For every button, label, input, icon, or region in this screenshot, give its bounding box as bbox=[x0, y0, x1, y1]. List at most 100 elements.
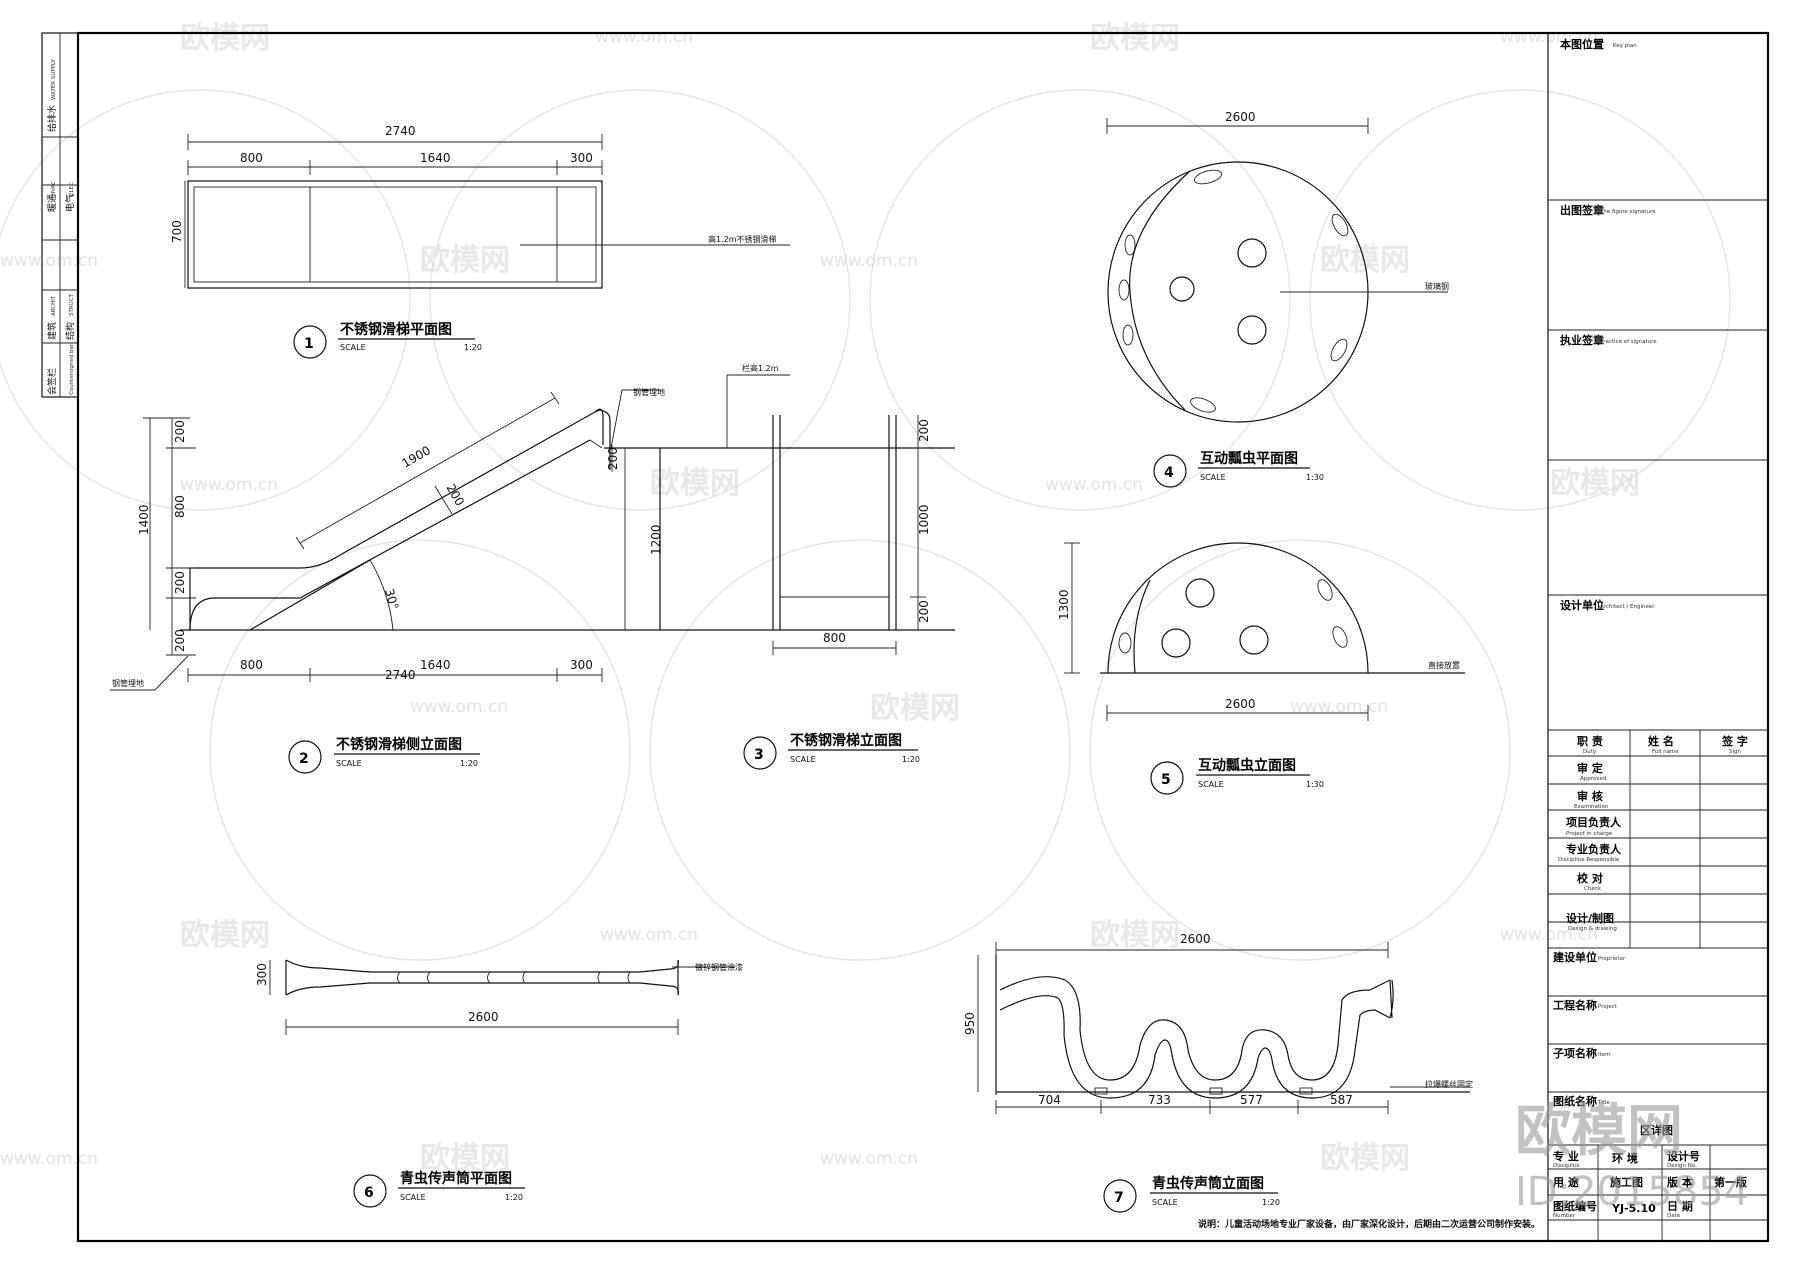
watermark-url: www.om.cn bbox=[600, 925, 698, 945]
countersign-strip: 给排水 WATER SUPPLY 暖通 HVAC 电气 ELEC 建筑 ARCH… bbox=[41, 32, 79, 398]
d2-dim-base-a: 800 bbox=[240, 658, 263, 672]
watermark-brand: 欧模网 bbox=[870, 691, 960, 726]
d5-callout: 直接放置 bbox=[1428, 660, 1460, 670]
d5-dim-h: 1300 bbox=[1057, 589, 1071, 620]
d3-dim-width: 800 bbox=[823, 631, 846, 645]
d2-dim-platform: 1200 bbox=[649, 524, 663, 555]
d6-dim-h: 300 bbox=[255, 963, 269, 986]
d2-title: 不锈钢滑梯侧立面图 bbox=[336, 736, 462, 753]
d7-title: 青虫传声筒立面图 bbox=[1152, 1175, 1264, 1192]
d5-scale: 1:30 bbox=[1306, 780, 1324, 789]
watermark-url: www.om.cn bbox=[820, 251, 918, 271]
tb-proprietor-en: Proprietor bbox=[1598, 956, 1626, 962]
d7-dim-s2: 733 bbox=[1148, 1093, 1171, 1107]
watermark-brand: 欧模网 bbox=[1320, 243, 1410, 278]
drawing-2-slide-side-elevation: 30° 1900 200 钢管埋地 栏高1.2m 1400 200 800 20… bbox=[110, 363, 955, 774]
tb-duty-project-charge: 项目负责人 bbox=[1566, 815, 1622, 829]
strip-elec-en: ELEC bbox=[69, 182, 75, 196]
tb-title-label: 图纸名称 bbox=[1553, 1094, 1597, 1108]
d2-dim-h3: 200 bbox=[173, 571, 187, 594]
d7-number: 7 bbox=[1114, 1190, 1124, 1206]
d2-number: 2 bbox=[299, 751, 309, 767]
drawing-5-ladybug-elevation: 直接放置 1300 2600 5 互动瓢虫立面图 SCALE 1:30 bbox=[1057, 542, 1465, 795]
d2-dim-h1: 200 bbox=[173, 420, 187, 443]
tb-duty-approved: 审 定 bbox=[1577, 761, 1603, 775]
strip-struct-en: STRUCT bbox=[69, 293, 75, 316]
tb-item-en: Item bbox=[1598, 1052, 1611, 1058]
tb-duty-check: 校 对 bbox=[1577, 871, 1603, 885]
d4-title: 互动瓢虫平面图 bbox=[1200, 450, 1298, 467]
d2-dim-base-c: 300 bbox=[570, 658, 593, 672]
watermark-url: www.om.cn bbox=[1045, 475, 1143, 495]
d2-angle: 30° bbox=[382, 587, 401, 611]
d1-scale: 1:20 bbox=[464, 343, 482, 352]
d2-callout-bottom: 钢管埋地 bbox=[112, 678, 144, 688]
tb-architect: 设计单位 bbox=[1560, 598, 1604, 612]
d7-scale: 1:20 bbox=[1262, 1198, 1280, 1207]
strip-arch-label: 建筑 bbox=[46, 322, 58, 340]
watermark-id: ID:2015854 bbox=[1515, 1169, 1749, 1215]
tb-architect-en: Architect / Engineer bbox=[1600, 604, 1655, 610]
drawing-1-slide-plan: 2740 800 1640 300 700 高1.2m不锈钢滑梯 1 不锈钢滑梯… bbox=[170, 124, 790, 359]
tb-duty-project-charge-en: Project in charge bbox=[1566, 831, 1613, 837]
d6-title: 青虫传声筒平面图 bbox=[400, 1170, 512, 1187]
tb-practice-signature-en: Practice of signature bbox=[1600, 339, 1657, 345]
d4-dim-dia: 2600 bbox=[1225, 110, 1256, 124]
d6-callout: 镀锌钢管涂漆 bbox=[695, 962, 743, 972]
d6-dim-w: 2600 bbox=[468, 1010, 499, 1024]
strip-elec-label: 电气 bbox=[64, 194, 76, 212]
d7-dim-s1: 704 bbox=[1038, 1093, 1061, 1107]
tb-head-name-en: Full name bbox=[1652, 749, 1679, 755]
d1-dim-a: 800 bbox=[240, 151, 263, 165]
d7-dim-top: 2600 bbox=[1180, 932, 1211, 946]
drawing-4-ladybug-plan: 2600 玻璃钢 4 互动瓢虫平面图 SCALE 1:30 bbox=[1106, 110, 1449, 488]
d1-dim-h: 700 bbox=[170, 220, 184, 243]
d3-dim-mid: 1000 bbox=[917, 504, 931, 535]
tb-design-no: 设计号 bbox=[1667, 1149, 1700, 1163]
watermark-url: www.om.cn bbox=[820, 1149, 918, 1169]
tb-discipline: 专 业 bbox=[1553, 1149, 1579, 1163]
d6-scale-label: SCALE bbox=[400, 1193, 426, 1202]
d2-dim-base-total: 2740 bbox=[385, 668, 416, 682]
tb-figure-signature-en: The figure signature bbox=[1599, 209, 1656, 215]
tb-duty-design: 设计/制图 bbox=[1566, 911, 1614, 925]
tb-title-en: Title bbox=[1597, 1100, 1610, 1106]
strip-countersign-label: 会签栏 bbox=[46, 368, 58, 395]
tb-use: 用 途 bbox=[1553, 1175, 1580, 1189]
d7-scale-label: SCALE bbox=[1152, 1198, 1178, 1207]
watermark-brand: 欧模网 bbox=[1090, 21, 1180, 56]
d4-scale-label: SCALE bbox=[1200, 473, 1226, 482]
d7-dim-h: 950 bbox=[963, 1012, 977, 1035]
strip-struct-label: 结构 bbox=[64, 322, 76, 340]
tb-duty-examination-en: Examination bbox=[1574, 804, 1609, 810]
d2-dim-h4: 200 bbox=[173, 629, 187, 652]
tb-use-value: 施工图 bbox=[1610, 1175, 1643, 1189]
d3-dim-top: 200 bbox=[917, 419, 931, 442]
tb-duty-discipline-en: Discipline Responsible bbox=[1558, 857, 1620, 863]
strip-arch-en: ARCHIT bbox=[51, 295, 57, 316]
tb-project: 工程名称 bbox=[1553, 998, 1597, 1012]
tb-head-duty-en: Duty bbox=[1583, 749, 1597, 755]
d3-title: 不锈钢滑梯立面图 bbox=[790, 732, 902, 749]
tb-key-plan: 本图位置 bbox=[1560, 37, 1604, 51]
d5-number: 5 bbox=[1161, 772, 1171, 788]
watermark-brand: 欧模网 bbox=[1090, 918, 1180, 953]
drawing-7-caterpillar-elevation: 2600 拉爆螺丝固定 950 704 733 577 587 7 青虫传声筒立… bbox=[963, 932, 1473, 1213]
watermark-url: www.om.cn bbox=[0, 251, 98, 271]
d1-dim-c: 300 bbox=[570, 151, 593, 165]
tb-duty-design-en: Design & drawing bbox=[1568, 926, 1617, 932]
d2-dim-base-b: 1640 bbox=[420, 658, 451, 672]
tb-duty-check-en: Check bbox=[1584, 886, 1602, 892]
d1-scale-label: SCALE bbox=[340, 343, 366, 352]
d1-number: 1 bbox=[304, 336, 314, 352]
strip-water-label: 给排水 bbox=[46, 105, 58, 132]
strip-countersign-en: Countersigned bar bbox=[69, 343, 75, 395]
watermark-brand: 欧模网 bbox=[1320, 1141, 1410, 1176]
d1-dim-total: 2740 bbox=[385, 124, 416, 138]
tb-version: 版 本 bbox=[1667, 1175, 1693, 1189]
d2-dim-h-total: 1400 bbox=[137, 504, 151, 535]
watermark-brand: 欧模网 bbox=[650, 466, 740, 501]
tb-discipline-en: Discipline bbox=[1553, 1163, 1580, 1169]
d5-dim-w: 2600 bbox=[1225, 697, 1256, 711]
